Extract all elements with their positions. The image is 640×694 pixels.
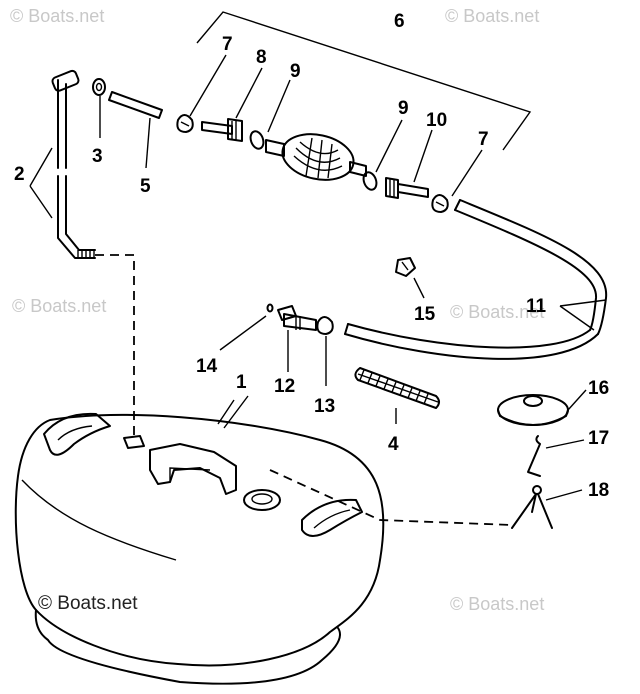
- watermark-bottom-right: © Boats.net: [450, 594, 544, 614]
- nut-15: [395, 257, 416, 277]
- fitting-8: [201, 118, 243, 142]
- callout-5: 5: [140, 176, 151, 197]
- watermark-top-right: © Boats.net: [445, 6, 539, 26]
- callout-7-left: 7: [222, 34, 233, 55]
- fitting-10: [385, 177, 429, 199]
- callout-18: 18: [588, 480, 609, 501]
- callout-6: 6: [394, 11, 405, 32]
- callout-11: 11: [526, 296, 547, 317]
- callout-13: 13: [314, 396, 335, 417]
- leader-lines: [29, 54, 607, 501]
- callout-14: 14: [196, 356, 218, 377]
- callout-7-right: 7: [478, 129, 489, 150]
- assembly-6-bracket: [196, 11, 532, 151]
- watermark-mid-right: © Boats.net: [450, 302, 544, 322]
- callout-15: 15: [414, 304, 436, 325]
- fuel-tank-1: [14, 412, 385, 685]
- wire-bracket-18: [511, 485, 553, 529]
- watermark-bottom-left: © Boats.net: [38, 593, 138, 614]
- callout-8: 8: [256, 47, 267, 68]
- callout-9-right: 9: [398, 98, 409, 119]
- hose-clamp-7-left: [176, 114, 194, 133]
- callout-1: 1: [236, 372, 247, 393]
- callout-17: 17: [588, 428, 609, 449]
- pickup-tube: [51, 69, 96, 259]
- callout-4: 4: [388, 434, 399, 455]
- callout-12: 12: [274, 376, 295, 397]
- watermark-mid-left: © Boats.net: [12, 296, 106, 316]
- callout-9-left: 9: [290, 61, 301, 82]
- o-ring-14: [266, 303, 274, 313]
- o-ring-9-left: [249, 130, 265, 150]
- fuel-hose-11: [344, 199, 608, 360]
- callout-16: 16: [588, 378, 609, 399]
- filter-screen-4: [354, 367, 440, 409]
- filler-cap-16: [497, 394, 569, 426]
- short-hose-5: [108, 91, 163, 119]
- o-ring-9-right: [362, 171, 378, 191]
- callout-2: 2: [14, 164, 25, 185]
- callout-3: 3: [92, 146, 103, 167]
- connector-12: [277, 305, 317, 331]
- callout-10: 10: [426, 110, 447, 131]
- hose-clamp-13: [316, 316, 334, 335]
- grommet-3: [92, 78, 106, 96]
- dashed-leaders: [95, 254, 513, 526]
- callouts: 1 2 3 4 5 6 7 7 8 9 9 10 11 12 13 14 15 …: [14, 11, 609, 501]
- hose-clamp-7-right: [431, 194, 449, 213]
- watermarks: © Boats.net © Boats.net © Boats.net © Bo…: [10, 6, 544, 614]
- hook-17: [527, 435, 541, 477]
- primer-bulb: [265, 133, 367, 181]
- watermark-top-left: © Boats.net: [10, 6, 104, 26]
